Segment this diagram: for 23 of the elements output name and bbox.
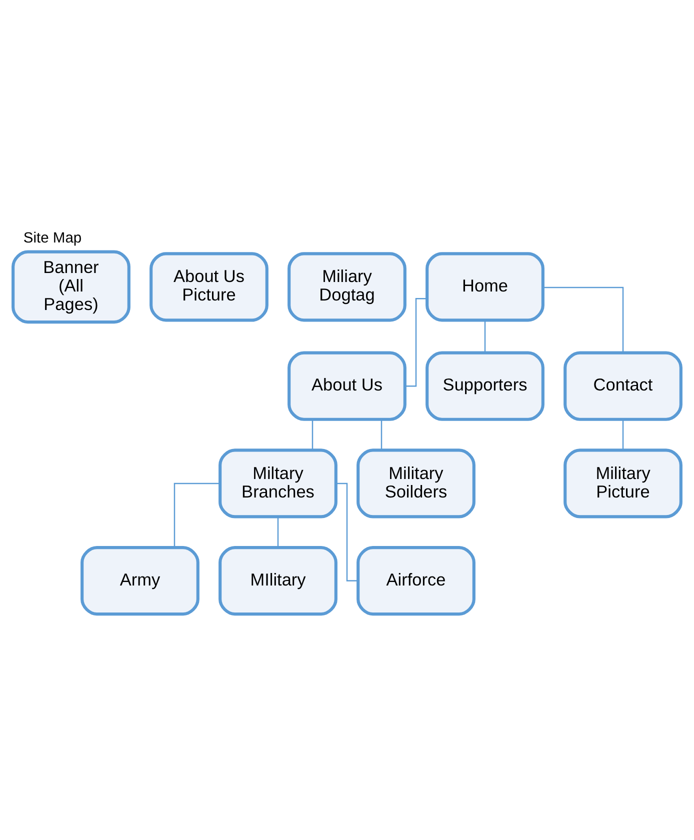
node-box: Military Soilders: [356, 448, 476, 518]
diagram-title: Site Map: [23, 230, 82, 247]
connector: [312, 420, 314, 450]
connector: [174, 482, 220, 548]
node-box: Supporters: [426, 351, 544, 421]
connector: [336, 482, 358, 582]
node-box: Army: [80, 546, 200, 616]
connector: [277, 516, 279, 548]
node-box: Military Picture: [564, 448, 682, 518]
node-box: Banner (All Pages): [12, 250, 130, 324]
node-box: Miltary Branches: [218, 448, 338, 518]
connector: [543, 286, 624, 353]
connector: [404, 298, 428, 387]
node-box: MIlitary: [218, 546, 338, 616]
node-box: Miliary Dogtag: [288, 252, 406, 322]
node-box: About Us Picture: [150, 252, 268, 322]
node-box: About Us: [288, 351, 406, 421]
node-box: Home: [426, 252, 544, 322]
connector: [380, 420, 382, 450]
node-box: Contact: [564, 351, 682, 421]
connector: [484, 320, 486, 353]
node-box: Airforce: [356, 546, 476, 616]
connector: [622, 420, 624, 450]
